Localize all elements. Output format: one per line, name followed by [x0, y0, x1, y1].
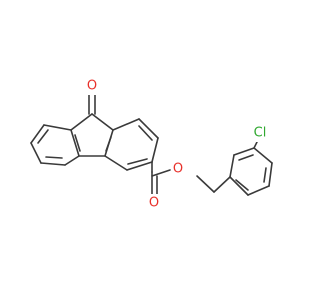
bond	[229, 176, 249, 196]
molecule-structure: O O O Cl	[30, 77, 273, 212]
bond	[229, 154, 235, 178]
chlorine-symbol: Cl	[254, 126, 267, 141]
bond	[112, 118, 140, 131]
oxygen-symbol: O	[149, 196, 159, 211]
bond	[43, 124, 72, 131]
bond	[64, 155, 80, 166]
bond	[37, 129, 49, 144]
ester-carbonyl-oxygen-label: O	[147, 194, 161, 212]
bond	[30, 124, 45, 144]
bond	[127, 158, 148, 165]
bond	[74, 134, 81, 152]
bond	[126, 161, 153, 171]
bond	[138, 125, 153, 141]
bond	[196, 175, 215, 193]
bond	[104, 155, 128, 171]
atom-label-layer: O O O Cl	[84, 77, 270, 212]
bond	[151, 137, 159, 163]
bond	[238, 154, 254, 161]
bond	[213, 176, 231, 193]
bond	[151, 169, 171, 177]
bond	[45, 156, 63, 159]
bond	[105, 136, 112, 152]
bond	[40, 162, 66, 166]
bond	[30, 142, 42, 164]
bond	[91, 113, 114, 131]
oxygen-symbol: O	[173, 162, 183, 177]
bond	[253, 147, 273, 164]
bond	[70, 113, 93, 131]
bond	[263, 167, 267, 183]
bond	[233, 147, 255, 156]
bond	[268, 162, 273, 187]
bond	[70, 129, 80, 157]
oxygen-symbol: O	[87, 79, 97, 94]
bond	[138, 118, 159, 139]
ester-oxygen-label: O	[171, 160, 185, 178]
bond	[235, 179, 249, 191]
bond-layer	[30, 94, 273, 196]
chlorine-label: Cl	[252, 124, 270, 142]
ketone-oxygen-label: O	[84, 77, 98, 95]
bond	[247, 185, 270, 196]
